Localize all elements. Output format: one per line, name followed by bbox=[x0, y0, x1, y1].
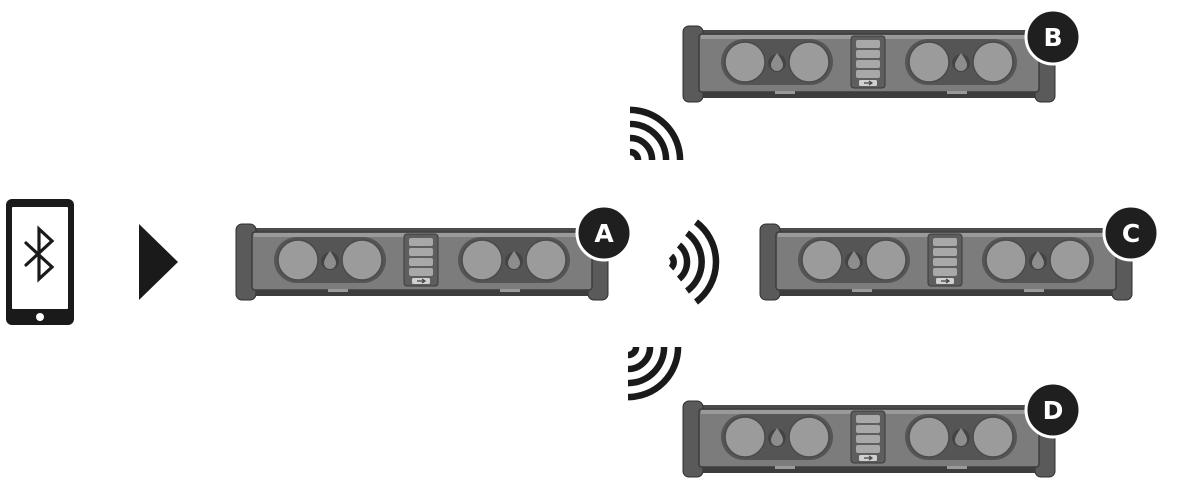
speaker-b bbox=[682, 25, 1056, 103]
speaker-c-badge: C bbox=[1102, 204, 1160, 262]
wireless-signal-icon bbox=[668, 219, 720, 305]
speaker-d bbox=[682, 400, 1056, 478]
bluetooth-icon bbox=[24, 225, 55, 283]
wireless-signal-icon bbox=[627, 346, 682, 401]
smartphone-icon bbox=[6, 199, 74, 325]
speaker-a bbox=[235, 223, 609, 301]
wireless-signal-icon bbox=[629, 106, 684, 161]
speaker-c bbox=[759, 223, 1133, 301]
speaker-b-badge: B bbox=[1024, 8, 1082, 66]
speaker-d-label: D bbox=[1043, 396, 1064, 425]
play-arrow-icon bbox=[139, 224, 178, 300]
speaker-d-badge: D bbox=[1024, 381, 1082, 439]
speaker-c-label: C bbox=[1122, 219, 1140, 248]
speaker-a-badge: A bbox=[575, 204, 633, 262]
speaker-a-label: A bbox=[594, 219, 614, 248]
speaker-b-label: B bbox=[1043, 23, 1062, 52]
